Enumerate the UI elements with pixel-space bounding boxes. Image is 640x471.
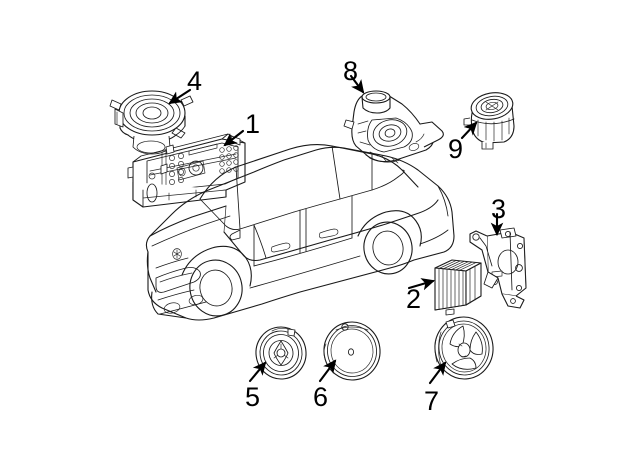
callout-leaders xyxy=(168,74,504,385)
leader-line-6 xyxy=(318,359,337,383)
callout-label-2: 2 xyxy=(406,284,422,314)
callout-label-4: 4 xyxy=(187,66,203,96)
part-dash-speaker xyxy=(109,90,194,155)
vehicle-outline xyxy=(145,143,455,321)
callout-label-7: 7 xyxy=(424,386,440,416)
callout-label-3: 3 xyxy=(491,194,507,224)
leader-line-1 xyxy=(223,129,245,147)
part-amplifier-bracket xyxy=(469,227,527,309)
callout-label-1: 1 xyxy=(245,109,261,139)
part-speaker-housing-assembly xyxy=(343,90,444,164)
callout-label-6: 6 xyxy=(313,382,329,412)
part-woofer-speaker xyxy=(323,321,381,381)
part-subwoofer-speaker xyxy=(434,316,494,380)
part-amplifier xyxy=(434,259,482,316)
callout-label-9: 9 xyxy=(448,134,464,164)
part-rear-tweeter-speaker xyxy=(255,326,307,380)
leader-line-8 xyxy=(349,74,365,94)
callout-label-8: 8 xyxy=(343,56,359,86)
leader-line-2 xyxy=(407,278,436,291)
leader-line-7 xyxy=(428,361,447,385)
part-corner-tweeter xyxy=(463,92,515,150)
leader-line-4 xyxy=(168,88,192,105)
leader-line-5 xyxy=(248,361,267,383)
leader-line-9 xyxy=(460,121,478,140)
callout-label-5: 5 xyxy=(245,382,261,412)
